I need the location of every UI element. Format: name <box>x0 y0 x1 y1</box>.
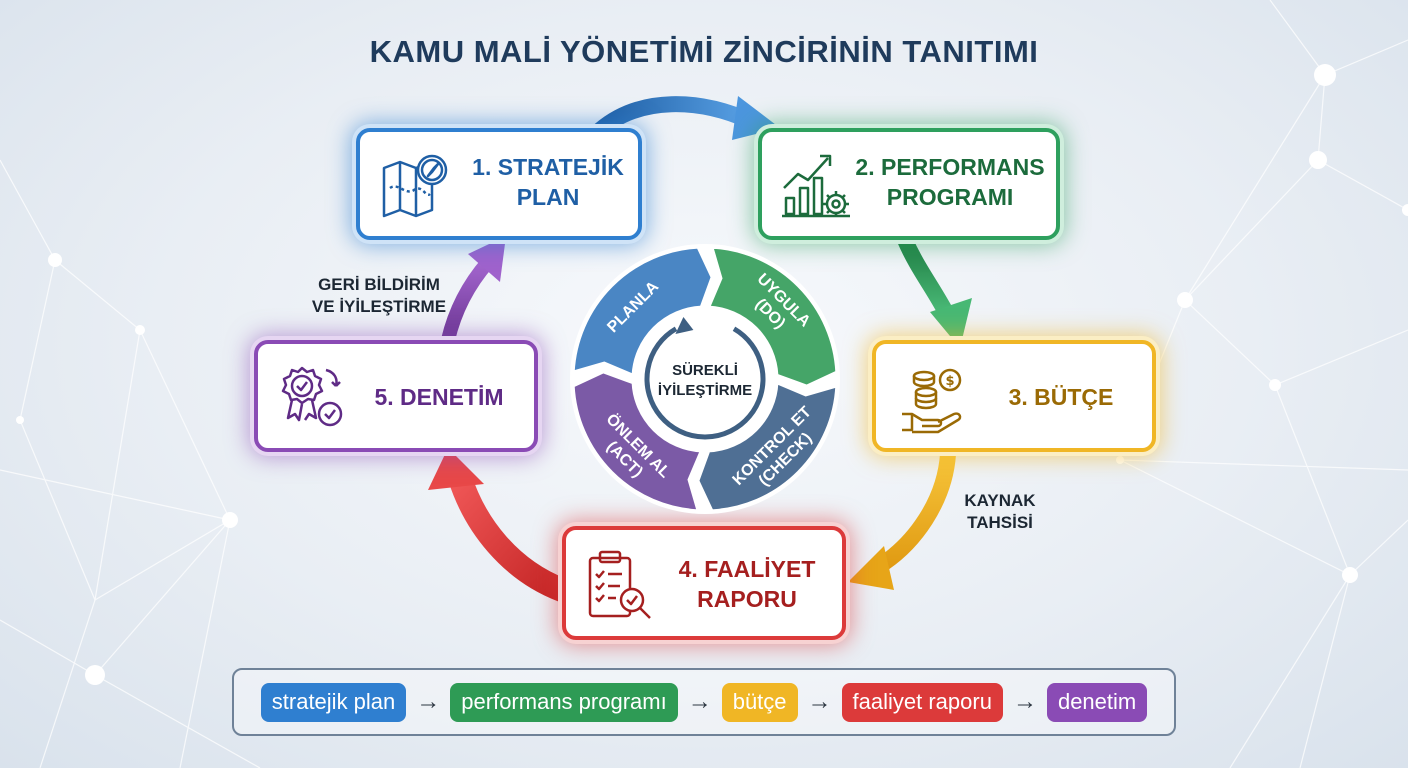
step-title-audit: 5. DENETİM <box>354 382 524 412</box>
legend-pill-performance-program: performans programı <box>450 682 678 722</box>
legend-pill-budget: bütçe <box>721 682 798 722</box>
pdca-segment-act <box>571 370 704 513</box>
pdca-segment-check <box>696 380 839 513</box>
legend-arrow-2: → <box>687 688 712 715</box>
pdca-center-text-1: SÜREKLİ <box>672 362 738 379</box>
continuous-improvement-arrow-head <box>675 317 694 335</box>
coins-hand-icon: $ <box>902 368 962 434</box>
step-5-line1: 5. DENETİM <box>374 384 504 410</box>
step-card-audit: 5. DENETİM <box>254 340 538 452</box>
step-1-line2: PLAN <box>516 184 580 210</box>
growth-chart-gear-icon <box>782 154 850 218</box>
step-card-performance-program: 2. PERFORMANS PROGRAMI <box>758 128 1060 240</box>
map-compass-icon <box>382 154 448 218</box>
step-card-activity-report: 4. FAALİYET RAPORU <box>562 526 846 640</box>
step-3-line1: 3. BÜTÇE <box>1008 384 1114 410</box>
pdca-center-text-2: İYİLEŞTİRME <box>658 382 752 399</box>
arrow-head-purple <box>468 236 506 282</box>
step-1-line1: 1. STRATEJİK <box>472 154 624 180</box>
legend-pill-activity-report: faaliyet raporu <box>841 682 1003 722</box>
legend-arrow-1: → <box>416 688 441 715</box>
step-4-line2: RAPORU <box>697 586 797 612</box>
pdca-segment-plan <box>571 245 714 378</box>
arrow-report-to-audit <box>448 466 574 602</box>
step-card-budget: $ 3. BÜTÇE <box>872 340 1156 452</box>
clipboard-search-icon <box>588 550 651 619</box>
allocation-label-line2: TAHSİSİ <box>967 513 1033 532</box>
step-title-strategic-plan: 1. STRATEJİK PLAN <box>460 152 636 212</box>
pdca-center-disc <box>635 309 775 449</box>
step-card-strategic-plan: 1. STRATEJİK PLAN <box>356 128 642 240</box>
arrow-head-green <box>930 298 972 348</box>
arrow-plan-to-program <box>592 96 760 138</box>
feedback-label-line1: GERİ BİLDİRİM <box>318 275 440 294</box>
feedback-label-line2: VE İYİLEŞTİRME <box>311 297 447 316</box>
allocation-label-line1: KAYNAK <box>964 491 1036 510</box>
pdca-segment-do <box>706 245 839 388</box>
step-title-budget: 3. BÜTÇE <box>986 382 1136 412</box>
arrow-head-red <box>428 448 484 490</box>
feedback-label: GERİ BİLDİRİM VE İYİLEŞTİRME <box>294 274 464 318</box>
legend-arrow-4: → <box>1012 688 1037 715</box>
step-title-activity-report: 4. FAALİYET RAPORU <box>662 554 832 614</box>
chain-legend: stratejik plan → performans programı → b… <box>232 668 1176 736</box>
legend-arrow-3: → <box>807 688 832 715</box>
step-2-line2: PROGRAMI <box>886 184 1014 210</box>
arrow-head-yellow <box>848 546 894 590</box>
svg-text:$: $ <box>945 374 954 389</box>
award-check-icon <box>281 366 343 427</box>
page-title: KAMU MALİ YÖNETİMİ ZİNCİRİNİN TANITIMI <box>369 34 1039 69</box>
legend-pill-audit: denetim <box>1046 682 1148 722</box>
step-title-performance-program: 2. PERFORMANS PROGRAMI <box>850 152 1050 212</box>
legend-pill-strategic-plan: stratejik plan <box>260 682 407 722</box>
arrow-budget-to-report <box>868 446 956 576</box>
step-4-line1: 4. FAALİYET <box>678 556 816 582</box>
allocation-label: KAYNAK TAHSİSİ <box>940 490 1060 534</box>
continuous-improvement-arrow <box>644 326 766 440</box>
arrow-audit-to-plan <box>441 255 495 347</box>
step-2-line1: 2. PERFORMANS <box>855 154 1045 180</box>
